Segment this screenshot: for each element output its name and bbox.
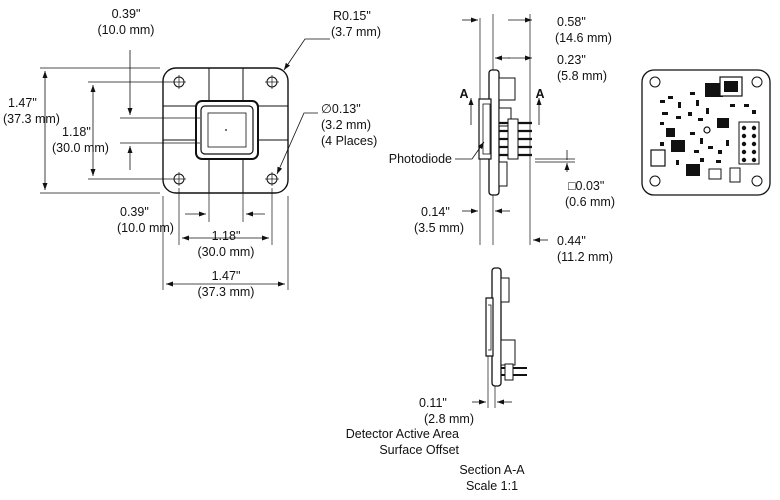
dim-hole-count: (4 Places)	[321, 134, 377, 148]
dim-front-offset-mm: (3.5 mm)	[414, 221, 464, 235]
offset-caption-2: Surface Offset	[379, 443, 459, 457]
section-marker-left: A	[459, 87, 468, 101]
dim-hole-v-in: 0.39"	[112, 7, 141, 21]
dim-pin-in: □0.03"	[568, 179, 604, 193]
dim-hole-h-in: 0.39"	[120, 205, 149, 219]
pcb-illustration	[641, 69, 771, 196]
photodiode-label: Photodiode	[389, 152, 452, 166]
section-title: Section A-A	[459, 463, 525, 477]
dim-hole-dia-in: ∅0.13"	[321, 102, 361, 116]
side-component	[498, 161, 508, 187]
pcb-header	[738, 121, 760, 165]
mounting-holes	[172, 75, 279, 186]
section-component	[500, 277, 510, 303]
section-marker-right: A	[535, 87, 544, 101]
photodiode-housing	[478, 98, 492, 160]
mounting-hole	[265, 75, 279, 89]
dim-hole-width-mm: (30.0 mm)	[198, 245, 255, 259]
center-mark	[225, 129, 227, 131]
dim-pin-length-mm: (11.2 mm)	[557, 250, 613, 264]
dim-hole-width-in: 1.18"	[212, 229, 241, 243]
dim-section-offset-mm: (2.8 mm)	[424, 412, 474, 426]
side-component	[498, 77, 516, 101]
dim-width-mm: (37.3 mm)	[198, 285, 255, 299]
dim-depth-board-in: 0.23"	[557, 53, 586, 67]
dim-height-in: 1.47"	[8, 96, 37, 110]
dim-front-offset-in: 0.14"	[421, 205, 450, 219]
mounting-hole	[172, 172, 186, 186]
dim-depth-total-mm: (14.6 mm)	[555, 31, 612, 45]
dim-pin-mm: (0.6 mm)	[565, 195, 615, 209]
dim-width-in: 1.47"	[212, 269, 241, 283]
dim-hole-height-in: 1.18"	[62, 125, 91, 139]
dim-depth-board-mm: (5.8 mm)	[557, 69, 607, 83]
header-pins	[499, 118, 532, 160]
offset-caption-1: Detector Active Area	[346, 427, 459, 441]
dim-radius-in: R0.15"	[333, 9, 371, 23]
dim-hole-height-mm: (30.0 mm)	[52, 141, 109, 155]
mounting-hole	[265, 172, 279, 186]
dim-depth-total-in: 0.58"	[557, 15, 586, 29]
front-view: 0.39" (10.0 mm) R0.15" (3.7 mm) 1.47" (3…	[3, 7, 381, 299]
section-view: 0.11" (2.8 mm) Detector Active Area Surf…	[346, 267, 527, 493]
dim-hole-v-mm: (10.0 mm)	[98, 23, 155, 37]
pcb-chip	[705, 83, 723, 97]
dim-radius-mm: (3.7 mm)	[331, 25, 381, 39]
dim-section-offset-in: 0.11"	[419, 396, 447, 410]
dim-height-mm: (37.3 mm)	[3, 112, 60, 126]
mounting-hole	[172, 75, 186, 89]
side-view: A A 0.58" (14.6 mm) 0.23" (5.8 mm) Photo…	[389, 14, 615, 264]
photodiode-window	[207, 112, 247, 148]
section-connector	[500, 339, 516, 366]
section-scale: Scale 1:1	[466, 479, 518, 493]
dim-hole-h-mm: (10.0 mm)	[117, 221, 174, 235]
pcb-chip	[671, 140, 685, 152]
dim-pin-length-in: 0.44"	[557, 234, 586, 248]
section-housing	[485, 297, 494, 357]
pcb-chip	[686, 164, 700, 176]
dim-hole-dia-mm: (3.2 mm)	[321, 118, 371, 132]
